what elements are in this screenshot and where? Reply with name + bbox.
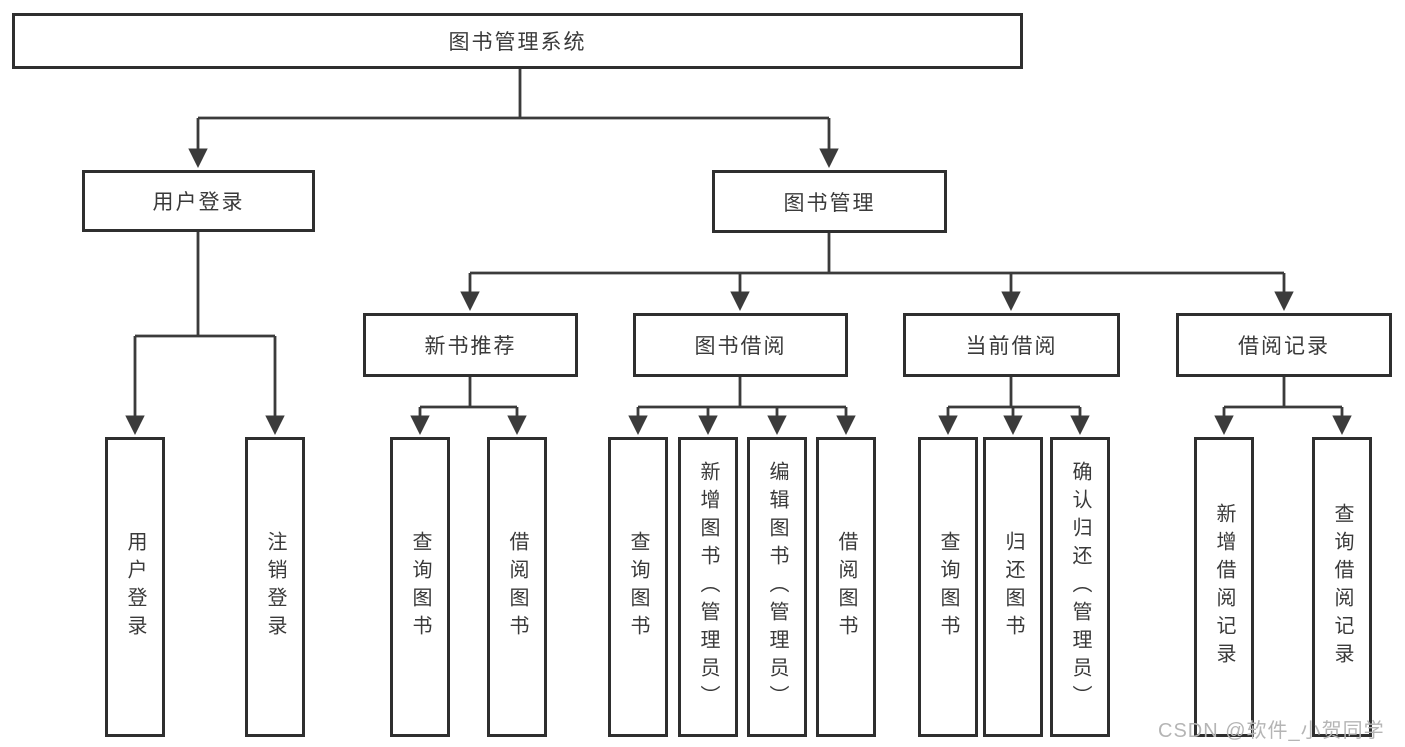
node-user-login-leaf: 用户登录 — [105, 437, 165, 737]
node-book-borrowing: 图书借阅 — [633, 313, 848, 377]
node-borrowing-records: 借阅记录 — [1176, 313, 1392, 377]
node-br-add-record: 新增借阅记录 — [1194, 437, 1254, 737]
node-bb-query-books: 查询图书 — [608, 437, 668, 737]
edge-trunk-currentborrow — [948, 376, 1080, 409]
node-cb-confirm-return-admin: 确认归还（管理员） — [1050, 437, 1110, 737]
node-logout: 注销登录 — [245, 437, 305, 737]
node-library-system: 图书管理系统 — [12, 13, 1023, 69]
node-bb-borrow-books: 借阅图书 — [816, 437, 876, 737]
node-cb-query-books: 查询图书 — [918, 437, 978, 737]
node-nbr-borrow-books: 借阅图书 — [487, 437, 547, 737]
node-br-query-record: 查询借阅记录 — [1312, 437, 1372, 737]
edge-trunk-bookmgmt — [470, 232, 1284, 275]
edge-trunk-bookborrow — [638, 376, 846, 409]
node-new-book-recommend: 新书推荐 — [363, 313, 578, 377]
csdn-watermark: CSDN @软件_小贺同学 — [1158, 720, 1385, 742]
edge-trunk-userlogin — [135, 231, 275, 338]
node-book-management: 图书管理 — [712, 170, 947, 233]
node-cb-return-books: 归还图书 — [983, 437, 1043, 737]
node-bb-add-books-admin: 新增图书（管理员） — [678, 437, 738, 737]
edge-trunk-borrowrecords — [1224, 376, 1342, 409]
node-nbr-query-books: 查询图书 — [390, 437, 450, 737]
edge-trunk-root — [198, 68, 829, 120]
node-user-login: 用户登录 — [82, 170, 315, 232]
node-current-borrowing: 当前借阅 — [903, 313, 1120, 377]
edge-trunk-newbookrec — [420, 376, 517, 409]
node-bb-edit-books-admin: 编辑图书（管理员） — [747, 437, 807, 737]
